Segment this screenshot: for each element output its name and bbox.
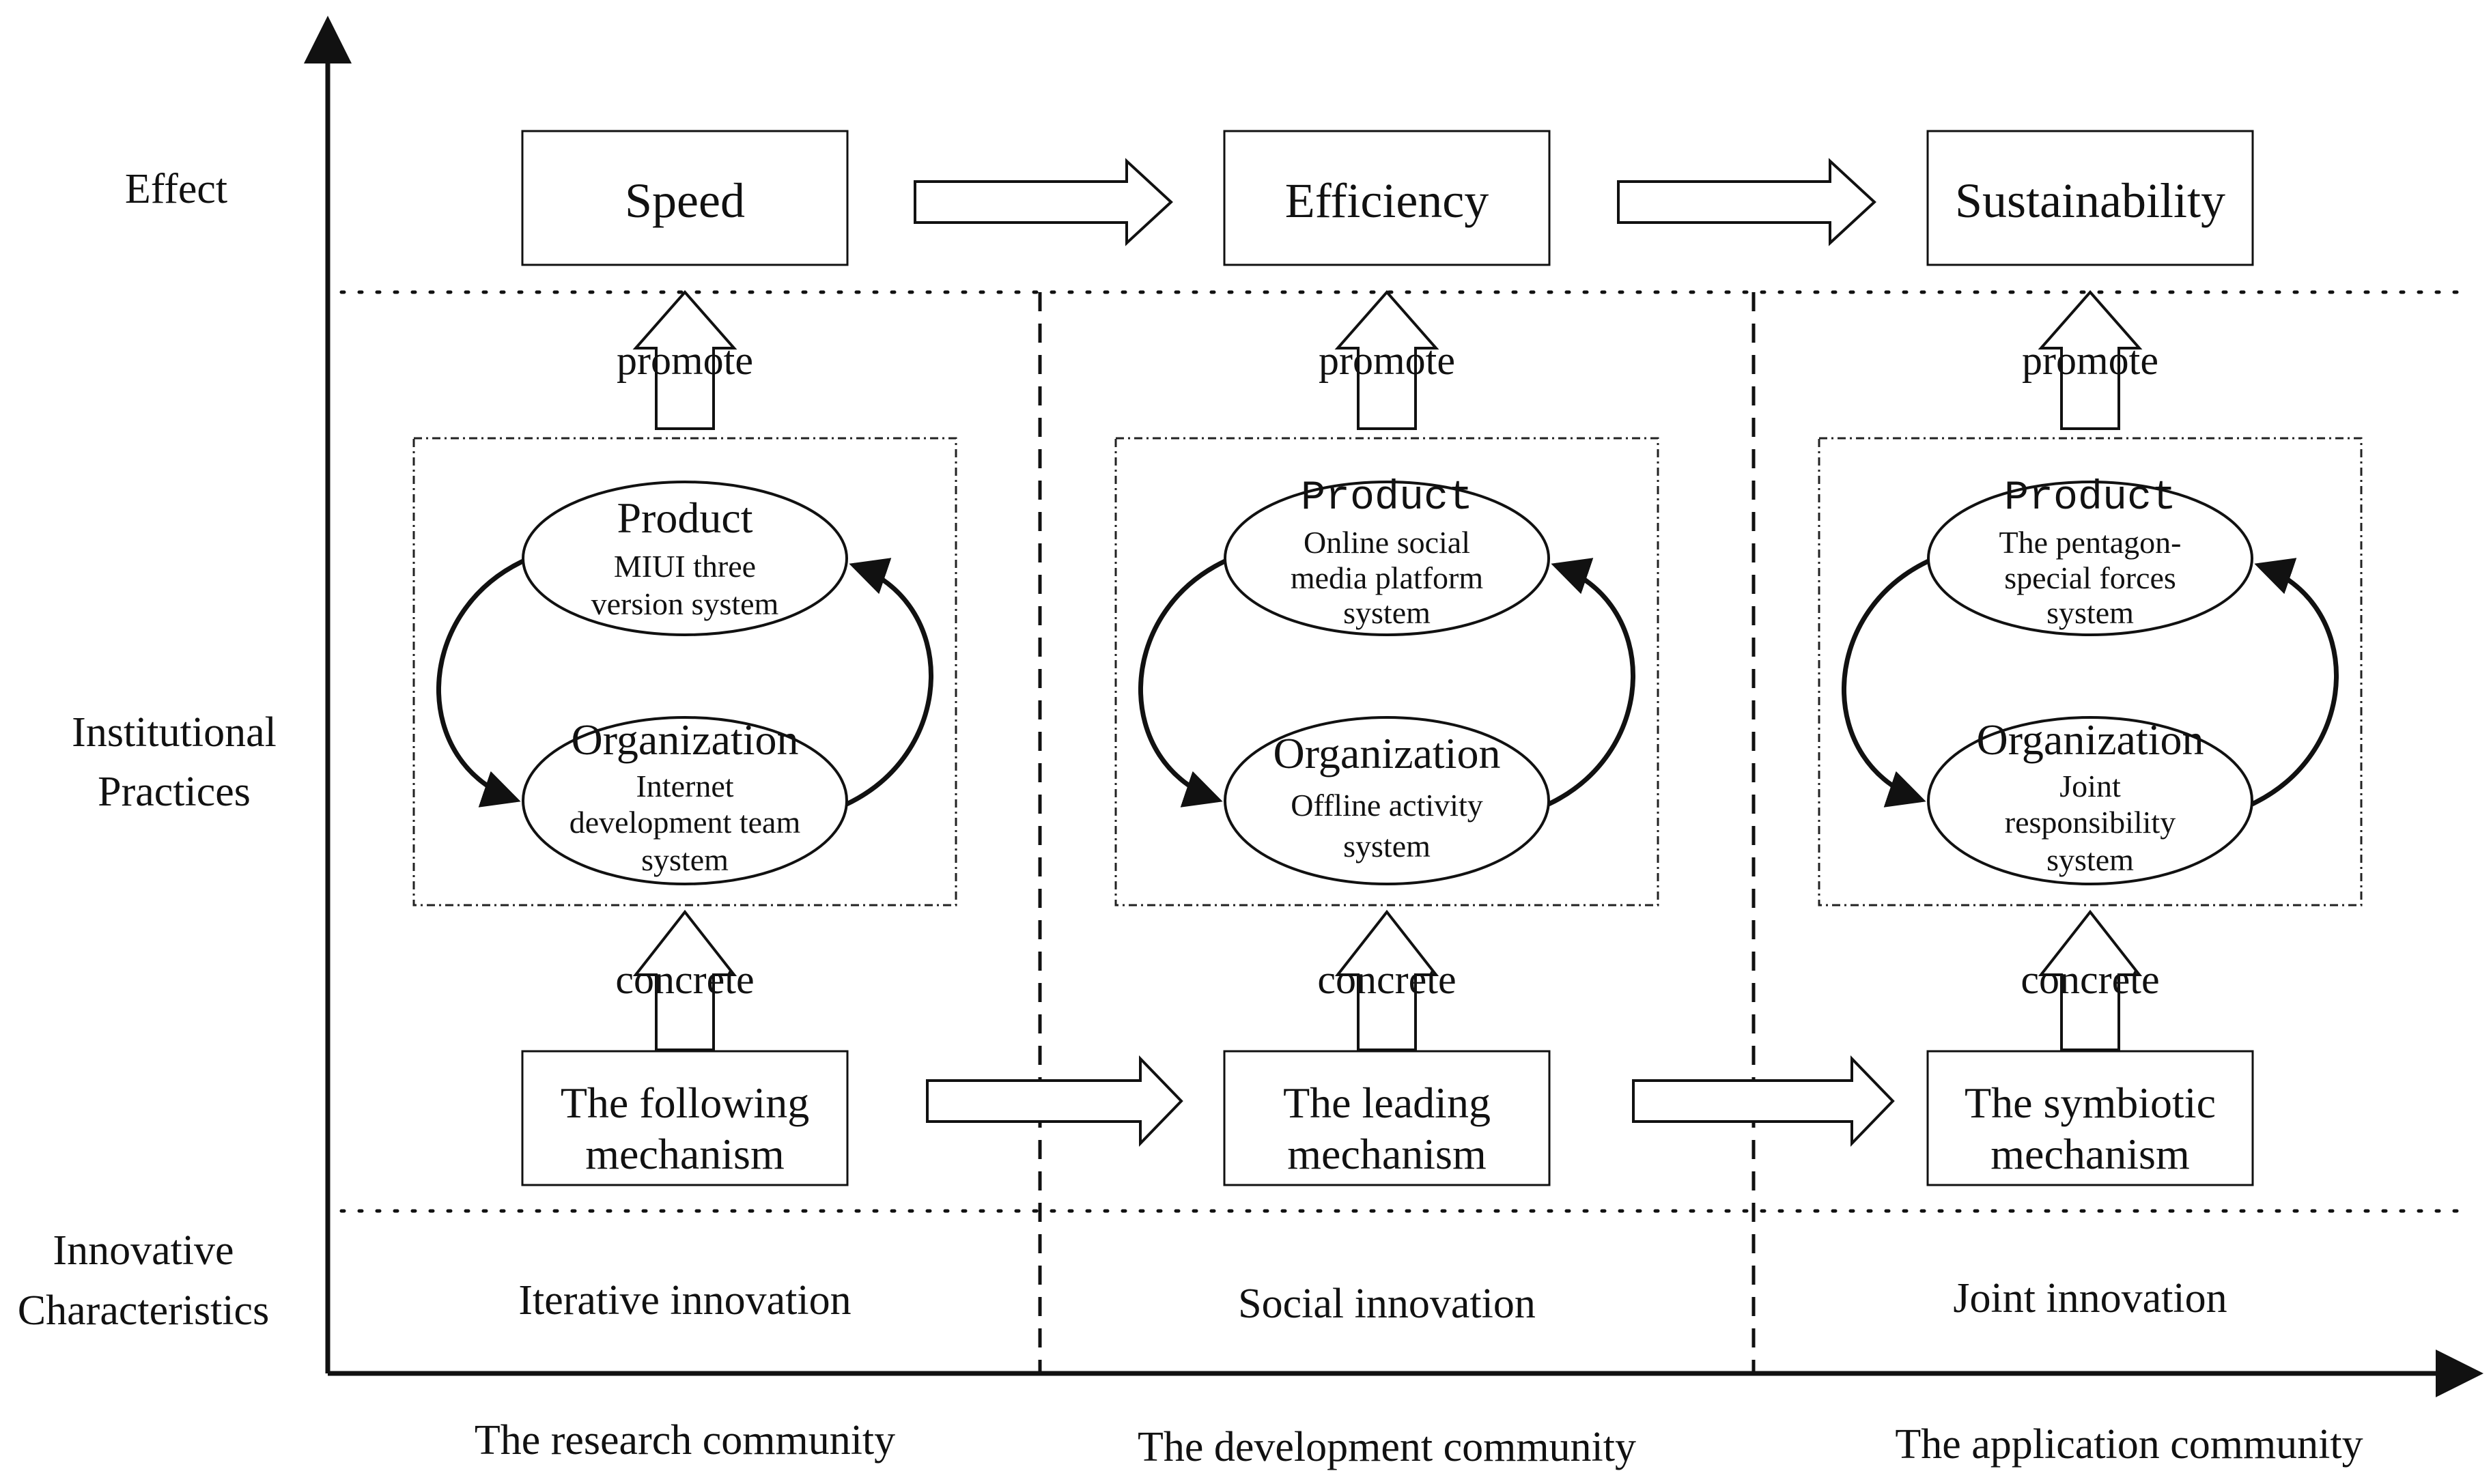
organization-description-line: development team: [569, 805, 801, 840]
product-description-line: version system: [591, 586, 779, 621]
organization-ellipse: [1927, 716, 2253, 885]
product-title: Product: [2004, 475, 2176, 522]
cycle-arrow-organization-to-product: [2251, 558, 2339, 807]
promote-arrow: [632, 289, 737, 430]
effect-box: [521, 130, 849, 266]
concrete-arrow: [1334, 909, 1439, 1051]
product-description-line: special forces: [2004, 560, 2176, 595]
mechanism-label-line: The following: [561, 1079, 809, 1127]
flow-arrow-following-to-leading: [926, 1055, 1183, 1147]
product-description-line: Online social: [1304, 525, 1470, 560]
row-label-practices-line1: Institutional: [72, 709, 277, 756]
row-label-practices-line2: Practices: [98, 769, 251, 815]
flow-arrow-efficiency-to-sustainability: [1617, 158, 1876, 246]
concrete-arrow: [632, 909, 737, 1051]
mechanism-box: [1223, 1050, 1551, 1186]
promote-label: promote: [617, 338, 753, 383]
promote-arrow: [1334, 289, 1439, 430]
innovation-label: Social innovation: [1238, 1281, 1536, 1327]
flow-arrow-speed-to-efficiency: [914, 158, 1173, 246]
cycle-arrow-organization-to-product: [845, 558, 933, 807]
practice-frame: [1114, 437, 1659, 907]
effect-label: Sustainability: [1955, 173, 2225, 228]
community-label: The research community: [475, 1417, 895, 1464]
organization-description-line: Internet: [636, 769, 733, 803]
product-title: Product: [1301, 475, 1473, 522]
product-description-line: The pentagon-: [1999, 525, 2182, 560]
organization-description-line: system: [1343, 829, 1431, 864]
concrete-label: concrete: [1317, 957, 1456, 1002]
organization-description-line: system: [2046, 842, 2134, 877]
organization-ellipse: [1224, 716, 1550, 885]
product-description-line: system: [2046, 595, 2134, 630]
cycle-arrow-product-to-organization: [1842, 558, 1930, 808]
effect-label: Efficiency: [1285, 173, 1489, 228]
mechanism-label-line: mechanism: [585, 1130, 784, 1178]
practice-frame: [1818, 437, 2363, 907]
organization-description-line: Joint: [2059, 769, 2121, 803]
promote-label: promote: [2022, 338, 2158, 383]
concrete-label: concrete: [2021, 957, 2159, 1002]
effect-box: [1926, 130, 2254, 266]
mechanism-label-line: The leading: [1283, 1079, 1491, 1127]
innovation-label: Iterative innovation: [518, 1277, 851, 1324]
community-label: The application community: [1895, 1421, 2363, 1468]
mechanism-box: [521, 1050, 849, 1186]
product-description-line: system: [1343, 595, 1431, 630]
promote-arrow: [2038, 289, 2143, 430]
organization-title: Organization: [572, 715, 799, 764]
cycle-arrow-organization-to-product: [1547, 558, 1635, 807]
product-description-line: media platform: [1291, 560, 1484, 595]
effect-box: [1223, 130, 1551, 266]
concrete-arrow: [2038, 909, 2143, 1051]
row-label-characteristics-line1: Innovative: [53, 1227, 234, 1274]
organization-description-line: system: [641, 842, 729, 877]
organization-title: Organization: [1977, 715, 2204, 764]
promote-label: promote: [1319, 338, 1455, 383]
effect-label: Speed: [625, 173, 745, 228]
product-title: Product: [617, 494, 752, 542]
cycle-arrow-product-to-organization: [436, 558, 524, 808]
community-label: The development community: [1138, 1424, 1636, 1470]
mechanism-label-line: mechanism: [1287, 1130, 1486, 1178]
flow-arrow-leading-to-symbiotic: [1632, 1055, 1895, 1147]
organization-description-line: Offline activity: [1291, 788, 1482, 823]
mechanism-label-line: The symbiotic: [1965, 1079, 2216, 1127]
row-label-characteristics-line2: Characteristics: [18, 1287, 269, 1334]
product-ellipse: [1224, 481, 1550, 636]
concrete-label: concrete: [615, 957, 754, 1002]
mechanism-box: [1926, 1050, 2254, 1186]
organization-title: Organization: [1273, 729, 1501, 777]
organization-ellipse: [522, 716, 848, 885]
product-ellipse: [1927, 481, 2253, 636]
row-label-effect: Effect: [125, 166, 227, 212]
innovation-label: Joint innovation: [1953, 1275, 2227, 1322]
mechanism-label-line: mechanism: [1990, 1130, 2189, 1178]
practice-frame: [412, 437, 957, 907]
product-ellipse: [522, 481, 848, 636]
product-description-line: MIUI three: [614, 549, 756, 584]
organization-description-line: responsibility: [2005, 805, 2176, 840]
cycle-arrow-product-to-organization: [1138, 558, 1226, 808]
